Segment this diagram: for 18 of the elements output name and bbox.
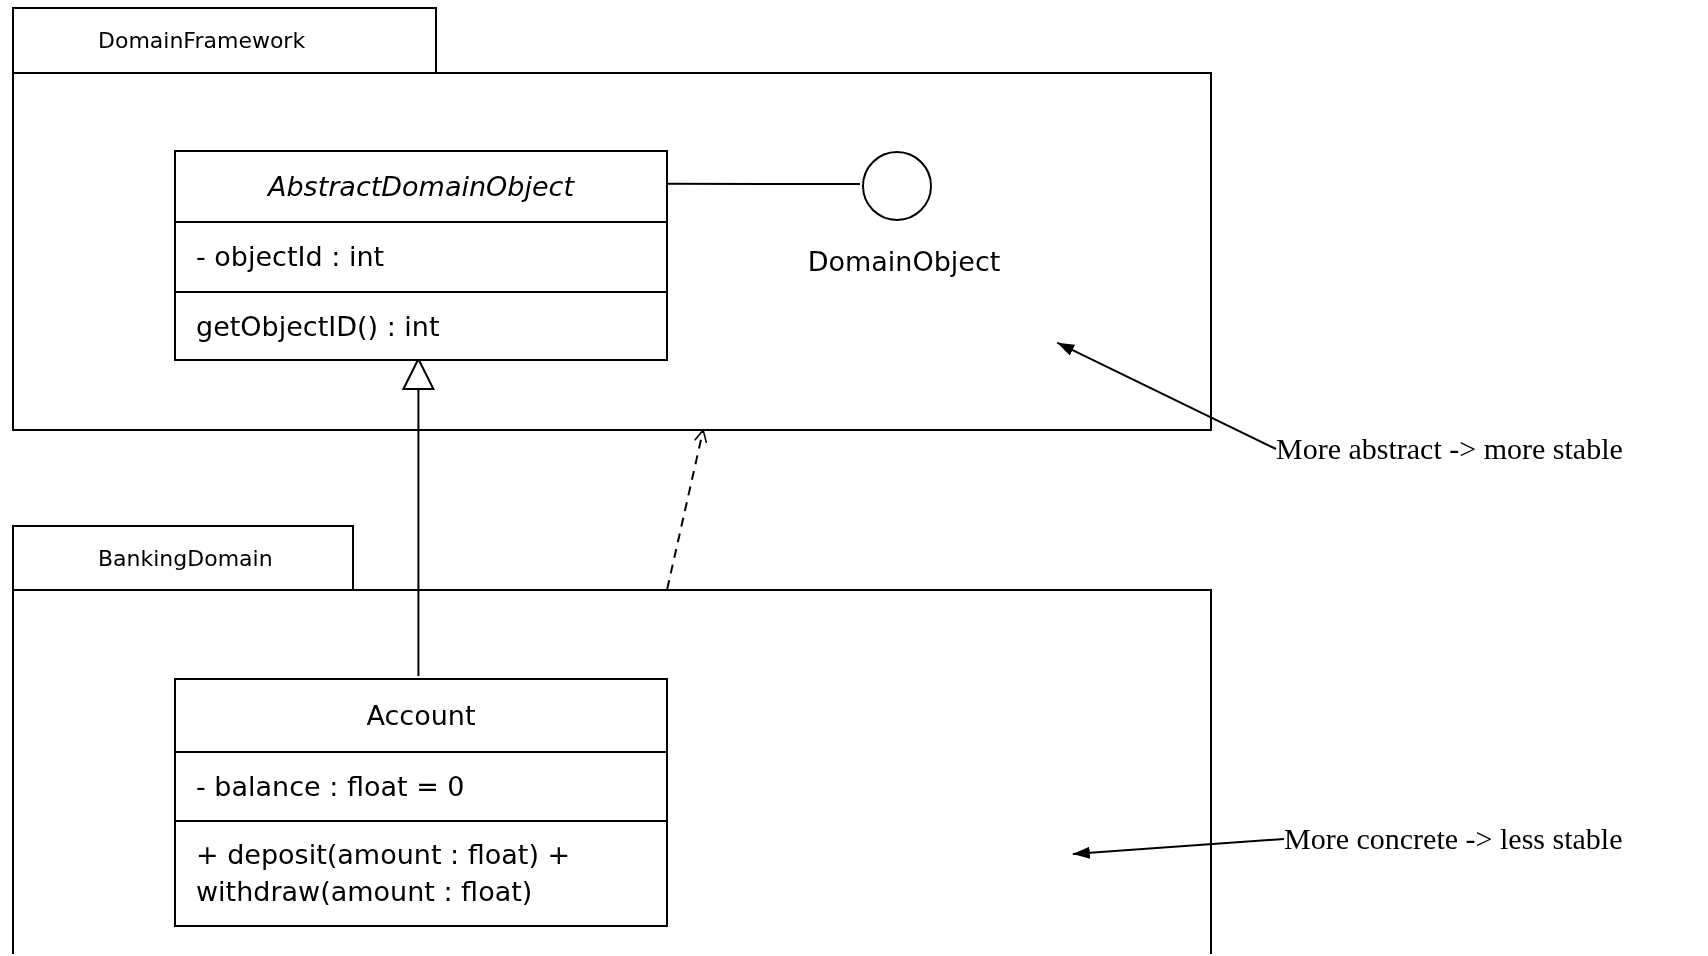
interface-name: DomainObject: [806, 246, 1002, 277]
class-box: [174, 150, 668, 361]
attribute-text: - balance : float = 0: [176, 750, 666, 820]
class-name: Account: [365, 698, 477, 733]
method-text: getObjectID() : int: [176, 291, 666, 359]
note-text: More concrete -> less stable: [1284, 815, 1623, 863]
package-frame: [12, 72, 1212, 431]
attribute-text: - objectId : int: [176, 220, 666, 292]
method-text: + deposit(amount : float) + withdraw(amount : float): [176, 819, 666, 925]
class-box: [174, 678, 668, 927]
class-name: AbstractDomainObject: [266, 169, 576, 204]
arrow: [1071, 838, 1285, 859]
package-tab: BankingDomain: [12, 525, 354, 591]
arrow: [1056, 341, 1277, 450]
package-frame: [12, 589, 1212, 954]
note-text: More abstract -> more stable: [1276, 425, 1623, 473]
package-tab: DomainFramework: [12, 7, 437, 74]
dependency-arrow: [666, 428, 708, 590]
